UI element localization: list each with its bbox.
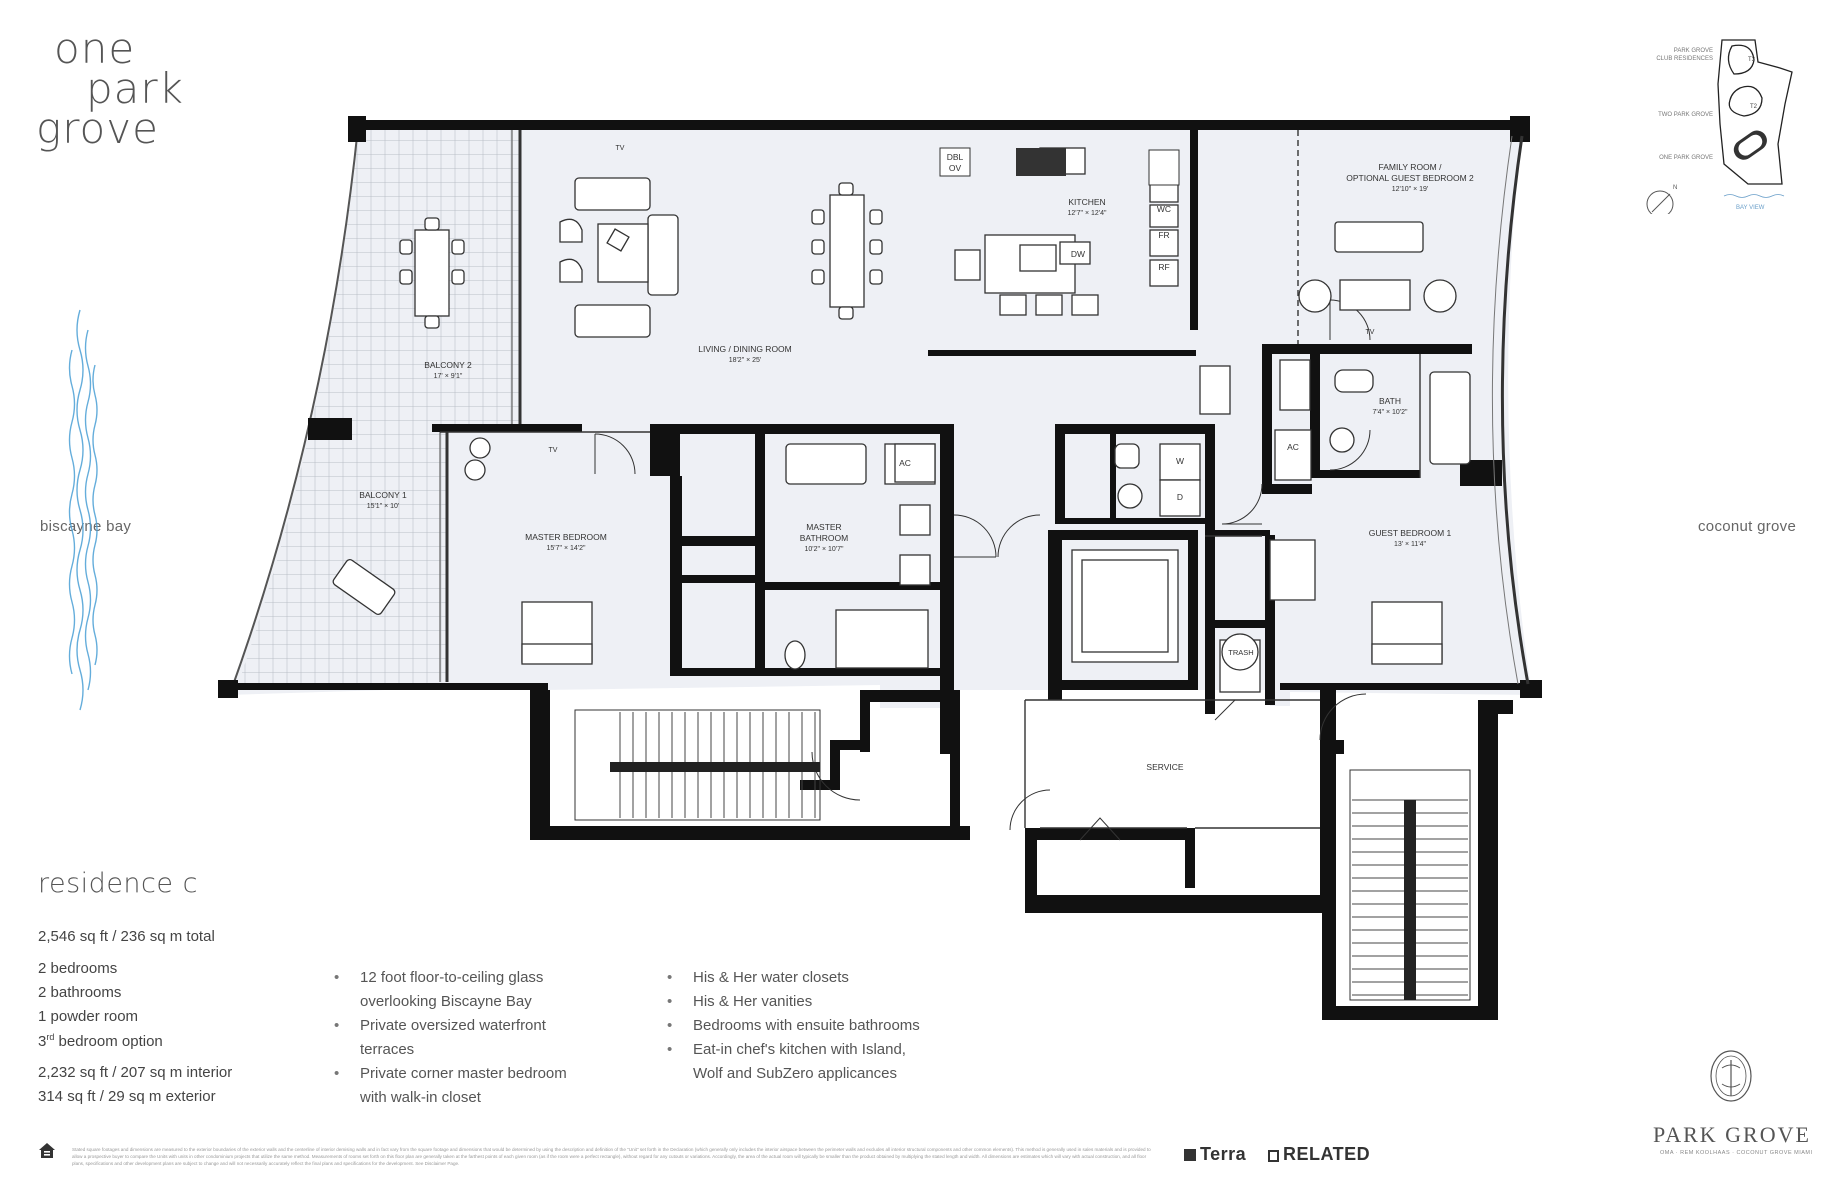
terra-wordmark: Terra — [1200, 1144, 1247, 1164]
bedrooms-count: 2 bedrooms — [38, 960, 118, 977]
room-balcony2-dims: 17' × 9'1" — [434, 373, 463, 380]
tv-label-master: TV — [549, 447, 558, 454]
exterior-area: 314 sq ft / 29 sq m exterior — [38, 1088, 216, 1105]
dbl-oven-label-1: DBL — [947, 152, 964, 162]
keyplan-label-club-2: CLUB RESIDENCES — [1656, 56, 1713, 62]
room-master-bath-dims: 10'2" × 10'7" — [805, 546, 844, 553]
room-bath-name: BATH — [1379, 396, 1401, 406]
ac-label-master: AC — [899, 458, 911, 468]
water-waves-icon — [68, 309, 98, 711]
north-arrow-icon — [1646, 190, 1674, 214]
room-kitchen-name: KITCHEN — [1068, 197, 1105, 207]
bathrooms-count: 2 bathrooms — [38, 984, 122, 1001]
tower-t3-label: T3 — [1748, 57, 1756, 63]
biscayne-bay-label: biscayne bay — [40, 518, 132, 535]
room-family-dims: 12'10" × 19' — [1392, 186, 1429, 193]
freezer-label: FR — [1158, 230, 1169, 240]
coconut-grove-label: coconut grove — [1698, 518, 1797, 535]
park-grove-subtitle: OMA · REM KOOLHAAS · COCONUT GROVE MIAMI — [1660, 1150, 1813, 1156]
room-guest-bed-dims: 13' × 11'4" — [1394, 541, 1427, 548]
tower-t2-label: T2 — [1750, 104, 1758, 110]
logo-line-1: one — [54, 24, 136, 73]
room-balcony1-dims: 15'1" × 10' — [367, 503, 400, 510]
dbl-oven-label-2: OV — [949, 163, 962, 173]
related-mark-icon — [1268, 1150, 1279, 1162]
bedroom-option-number: 3 — [38, 1033, 47, 1050]
room-master-bed-name: MASTER BEDROOM — [525, 532, 607, 542]
bedroom-option: 3rd bedroom option — [38, 1032, 163, 1050]
features-column-1: 12 foot floor-to-ceiling glassoverlookin… — [334, 966, 567, 1110]
keyplan-label-club-1: PARK GROVE — [1674, 48, 1713, 54]
logo-line-3: grove — [36, 104, 159, 153]
feature-item: His & Her vanities — [667, 990, 920, 1014]
room-bath-dims: 7'4" × 10'2" — [1372, 409, 1408, 416]
washer-label: W — [1176, 456, 1184, 466]
related-wordmark: RELATED — [1283, 1144, 1371, 1164]
residence-title: residence c — [38, 868, 198, 899]
room-master-bed-dims: 15'7" × 14'2" — [547, 545, 586, 552]
room-family-name2: OPTIONAL GUEST BEDROOM 2 — [1346, 173, 1474, 183]
ac-label-bath: AC — [1287, 442, 1299, 452]
room-family-name1: FAMILY ROOM / — [1379, 162, 1443, 172]
interior-area: 2,232 sq ft / 207 sq m interior — [38, 1064, 233, 1081]
features-column-2: His & Her water closets His & Her vaniti… — [667, 966, 920, 1086]
feature-item: Bedrooms with ensuite bathrooms — [667, 1014, 920, 1038]
room-balcony1-name: BALCONY 1 — [359, 490, 407, 500]
total-area: 2,546 sq ft / 236 sq m total — [38, 928, 215, 945]
bay-view-label: BAY VIEW — [1736, 205, 1765, 211]
room-master-bath-name1: MASTER — [806, 522, 841, 532]
tv-label-family: TV — [1366, 329, 1375, 336]
equal-housing-icon — [39, 1143, 55, 1158]
dishwasher-label: DW — [1071, 249, 1085, 259]
room-master-bath-name2: BATHROOM — [800, 533, 848, 543]
related-logo: RELATED — [1268, 1144, 1370, 1165]
north-label: N — [1673, 185, 1677, 191]
keyplan-label-two: TWO PARK GROVE — [1658, 112, 1713, 118]
tv-label-living: TV — [616, 145, 625, 152]
keyplan-label-one: ONE PARK GROVE — [1659, 155, 1713, 161]
terra-logo: Terra — [1184, 1144, 1246, 1165]
room-balcony2-name: BALCONY 2 — [424, 360, 472, 370]
park-grove-crest-icon — [1710, 1050, 1752, 1102]
key-plan: T3 T2 PARK GROVE CLUB RESIDENCES TWO PAR… — [1646, 39, 1793, 214]
feature-item: His & Her water closets — [667, 966, 920, 990]
dryer-label: D — [1177, 492, 1183, 502]
feature-item: 12 foot floor-to-ceiling glassoverlookin… — [334, 966, 567, 1014]
logo-line-2: park — [86, 64, 184, 113]
bedroom-option-text: bedroom option — [54, 1033, 163, 1050]
wine-cooler-label: WC — [1157, 204, 1171, 214]
trash-label: TRASH — [1228, 648, 1253, 657]
room-living-name: LIVING / DINING ROOM — [698, 344, 792, 354]
bedroom-option-suffix: rd — [46, 1032, 55, 1042]
room-guest-bed-name: GUEST BEDROOM 1 — [1369, 528, 1452, 538]
refrigerator-label: RF — [1158, 262, 1169, 272]
feature-item: Eat-in chef's kitchen with Island,Wolf a… — [667, 1038, 920, 1086]
room-living-dims: 18'2" × 25' — [729, 357, 762, 364]
powder-room-count: 1 powder room — [38, 1008, 139, 1025]
legal-disclaimer: Stated square footages and dimensions ar… — [72, 1147, 1151, 1166]
park-grove-wordmark: PARK GROVE — [1653, 1122, 1811, 1147]
terra-mark-icon — [1184, 1149, 1196, 1161]
room-service-name: SERVICE — [1146, 762, 1183, 772]
room-kitchen-dims: 12'7" × 12'4" — [1068, 210, 1107, 217]
